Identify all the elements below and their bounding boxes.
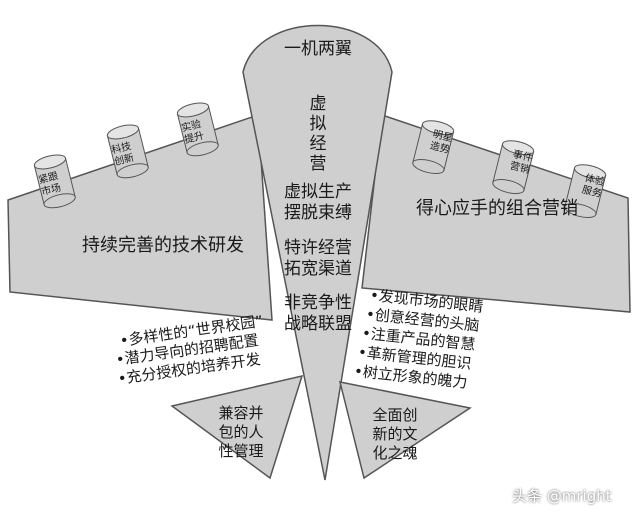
cylinder-left-3 xyxy=(176,102,219,157)
left-wing-shape xyxy=(7,113,273,321)
left-triangle-shape xyxy=(170,374,304,480)
center-item-virtual-production: 虚拟生产 摆脱束缚 xyxy=(284,182,352,223)
right-bullet-list: •发现市场的眼睛 •创意经营的头脑 •注重产品的智慧 •革新管理的胆识 •树立形… xyxy=(353,286,484,392)
right-triangle-shape xyxy=(338,381,472,480)
center-title: 一机两翼 xyxy=(284,39,352,59)
cylinder-right-2 xyxy=(492,140,535,194)
cylinder-right-3 xyxy=(564,164,607,218)
center-core-label: 虚 拟 经 营 xyxy=(309,94,327,174)
center-item-franchise: 特许经营 拓宽渠道 xyxy=(284,238,352,279)
center-item-alliance: 非竞争性 战略联盟 xyxy=(284,293,352,334)
cylinder-right-1 xyxy=(412,120,455,174)
right-triangle-label: 全面创 新的文 化之魂 xyxy=(372,406,418,462)
center-body-shape xyxy=(242,24,393,481)
watermark: 头条 @mright xyxy=(512,487,612,505)
right-wing-label: 得心应手的组合营销 xyxy=(416,198,578,219)
left-wing-label: 持续完善的技术研发 xyxy=(82,235,244,256)
cylinder-left-1 xyxy=(33,154,76,209)
cylinder-left-2 xyxy=(106,124,149,179)
left-bullet-list: •多样性的“世界校园” •潜力导向的招聘配置 •充分授权的培养开发 xyxy=(115,312,264,389)
left-triangle-label: 兼容并 包的人 性管理 xyxy=(218,404,264,460)
